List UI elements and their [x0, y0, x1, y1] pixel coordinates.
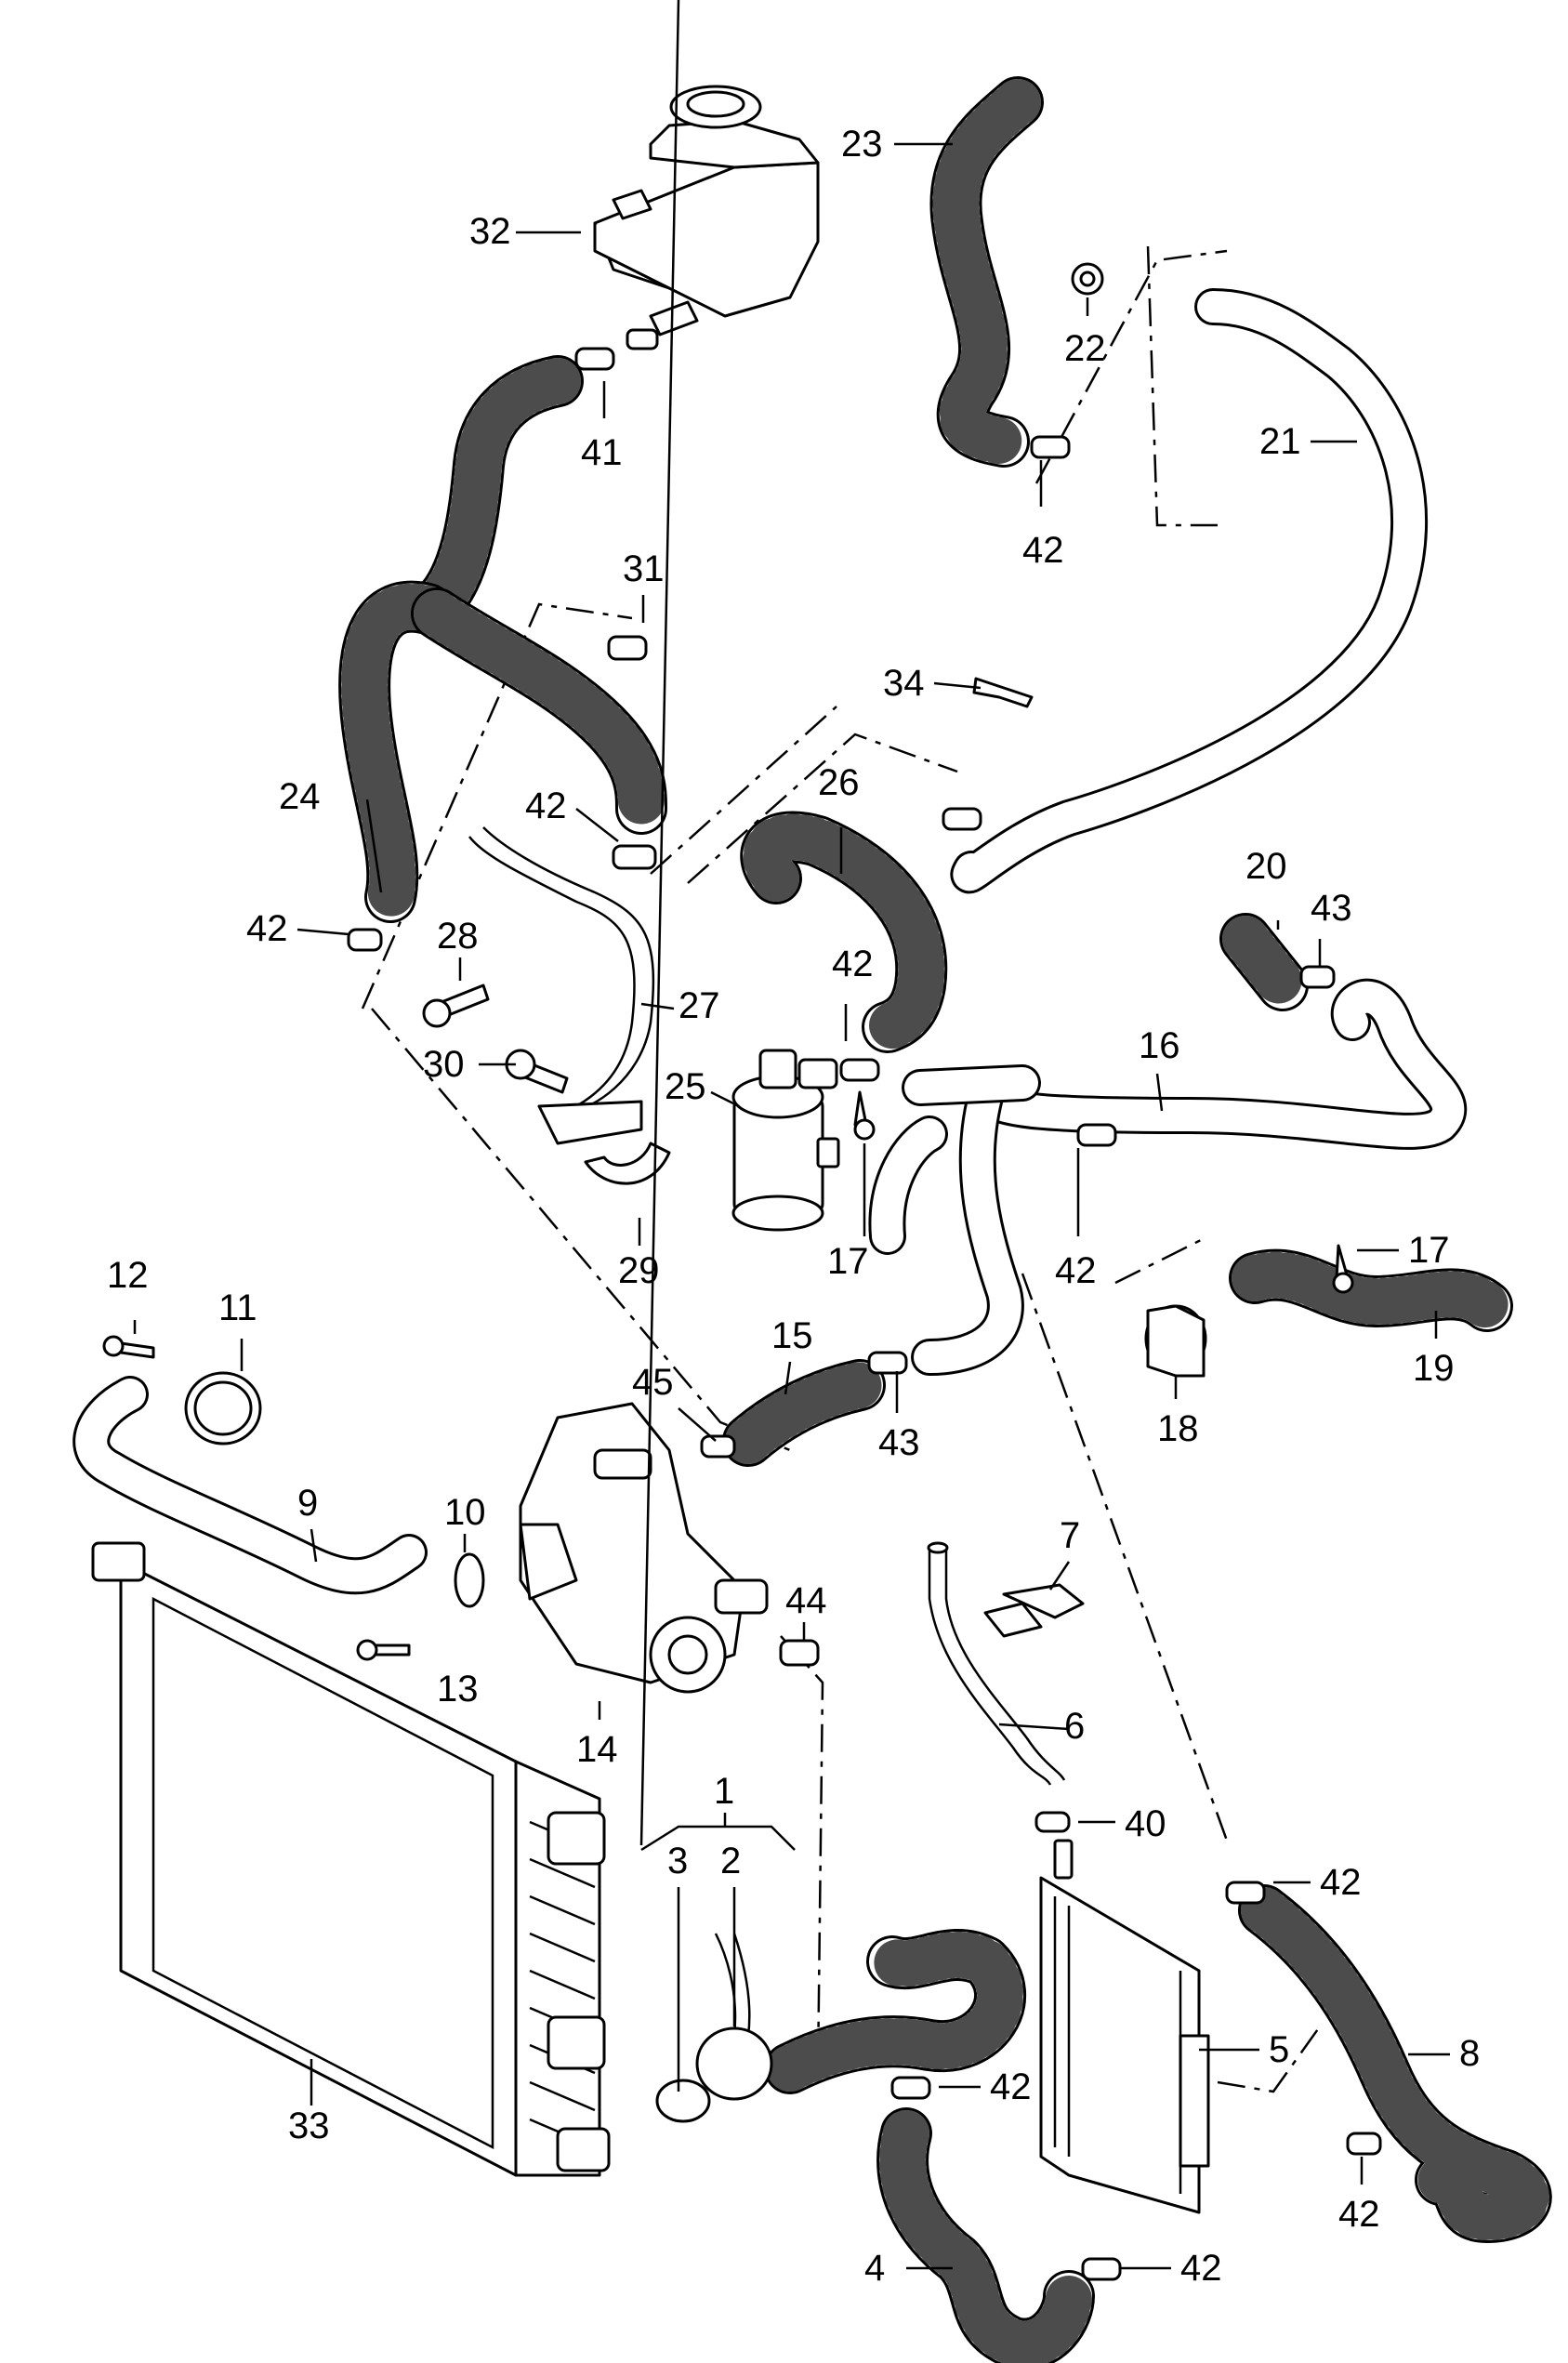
callout-42: 42 — [1180, 2248, 1222, 2289]
callout-45: 45 — [632, 1362, 674, 1403]
callout-42: 42 — [832, 944, 874, 984]
clamps-bolts-fasteners — [102, 262, 1382, 2281]
callout-27: 27 — [679, 985, 720, 1026]
bracket-and-clip — [468, 826, 671, 1185]
callout-44: 44 — [785, 1580, 827, 1621]
callout-30: 30 — [423, 1044, 465, 1085]
callout-40: 40 — [1125, 1803, 1166, 1844]
callout-42: 42 — [990, 2066, 1032, 2107]
callout-5: 5 — [1269, 2029, 1289, 2070]
callout-21: 21 — [1259, 421, 1301, 462]
callout-32: 32 — [469, 211, 511, 252]
callout-22: 22 — [1064, 328, 1106, 369]
callout-13: 13 — [437, 1669, 479, 1710]
callout-9: 9 — [297, 1483, 318, 1524]
hoses — [338, 76, 1552, 2363]
callout-33: 33 — [288, 2106, 330, 2146]
callout-2: 2 — [720, 1841, 741, 1881]
callout-14: 14 — [576, 1729, 618, 1770]
callout-42: 42 — [246, 908, 288, 949]
callout-11: 11 — [218, 1287, 257, 1328]
callout-labels: 23 32 22 21 41 42 31 34 24 42 26 20 43 4… — [107, 124, 1480, 2289]
callout-23: 23 — [841, 124, 883, 165]
callout-10: 10 — [444, 1492, 486, 1533]
callout-31: 31 — [623, 548, 665, 589]
radiator — [91, 1541, 611, 2177]
callout-41: 41 — [581, 432, 623, 473]
callout-42: 42 — [1338, 2194, 1380, 2235]
callout-1: 1 — [714, 1771, 734, 1812]
callout-6: 6 — [1064, 1706, 1085, 1747]
callout-42: 42 — [525, 785, 567, 826]
callout-18: 18 — [1157, 1408, 1199, 1449]
callout-20: 20 — [1245, 846, 1287, 887]
callout-8: 8 — [1459, 2033, 1480, 2074]
callout-15: 15 — [771, 1315, 813, 1356]
expansion-tank — [593, 85, 820, 350]
callout-42: 42 — [1055, 1250, 1097, 1291]
callout-4: 4 — [864, 2248, 885, 2289]
thermostat-housing — [519, 1402, 769, 1694]
callout-42: 42 — [1022, 530, 1064, 571]
callout-7: 7 — [1060, 1515, 1080, 1556]
callout-17: 17 — [827, 1241, 869, 1282]
leader-lines — [133, 0, 1450, 2270]
callout-29: 29 — [618, 1250, 660, 1291]
callout-12: 12 — [107, 1255, 149, 1296]
rigid-pipes — [72, 288, 1467, 1786]
auxiliary-water-pump — [731, 1049, 840, 1232]
callout-17: 17 — [1408, 1230, 1450, 1271]
callout-34: 34 — [883, 663, 925, 704]
callout-16: 16 — [1139, 1025, 1180, 1066]
callout-24: 24 — [279, 776, 321, 817]
callout-26: 26 — [818, 762, 860, 803]
callout-3: 3 — [667, 1841, 688, 1881]
callout-43: 43 — [1311, 888, 1352, 929]
callout-25: 25 — [665, 1066, 706, 1107]
callout-28: 28 — [437, 916, 479, 957]
callout-42: 42 — [1320, 1862, 1362, 1903]
oil-cooler — [1039, 1839, 1210, 2214]
callout-43: 43 — [878, 1422, 920, 1463]
callout-19: 19 — [1413, 1348, 1455, 1389]
